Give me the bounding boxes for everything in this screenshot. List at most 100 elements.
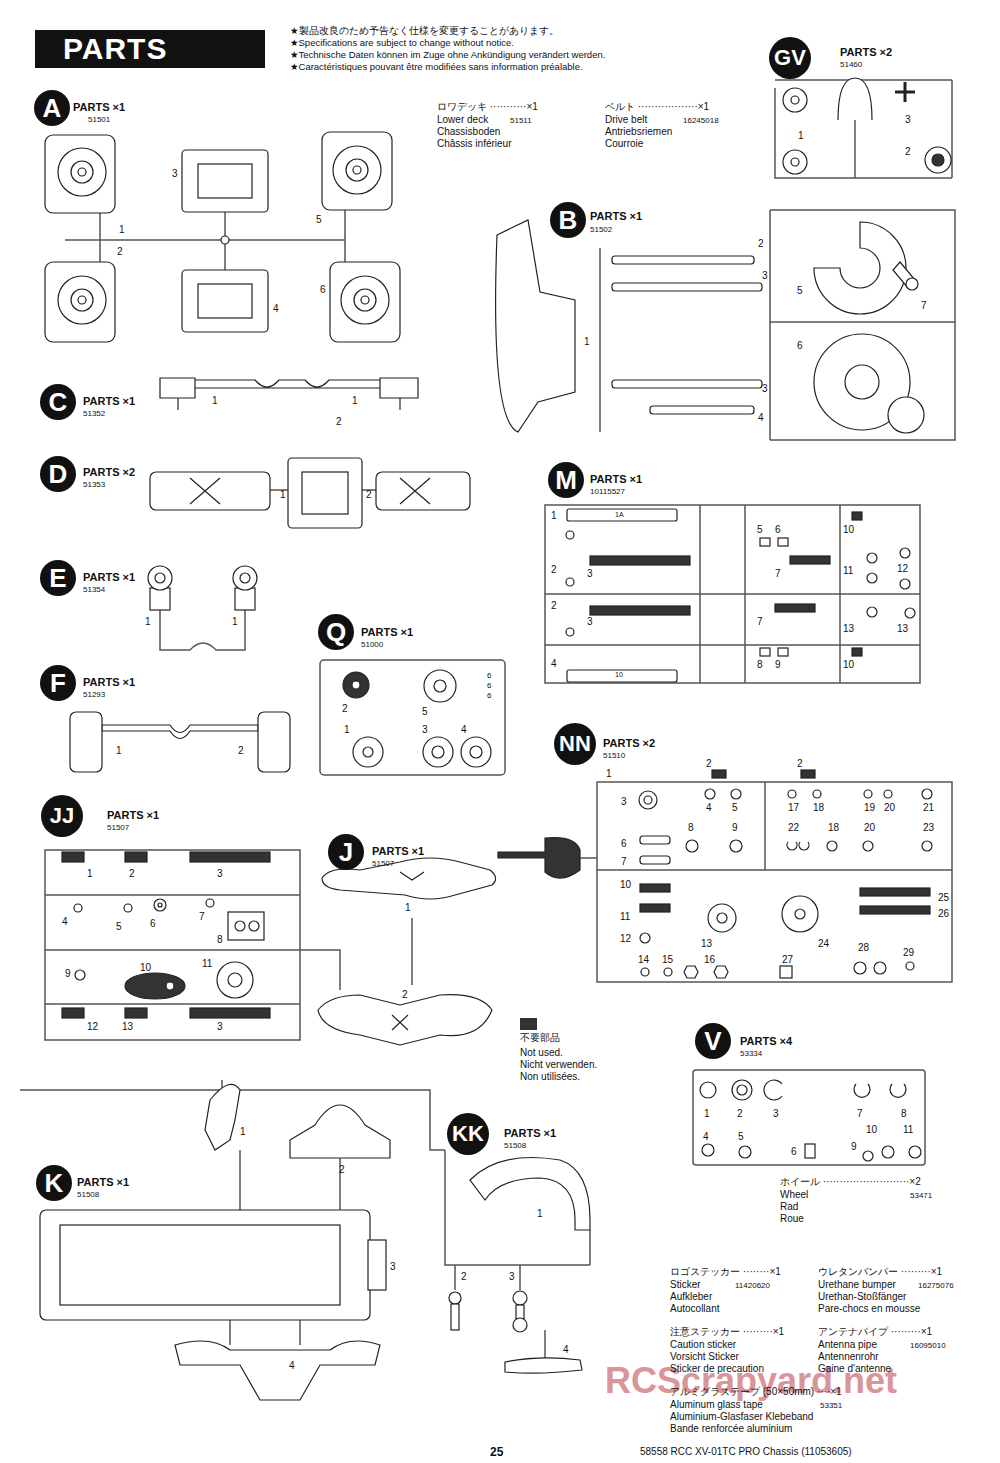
part-outline	[684, 966, 728, 978]
note-text: ロゴステッカー ········×1	[670, 1266, 781, 1278]
part-outline	[71, 161, 93, 183]
part-outline	[330, 262, 400, 342]
part-outline	[813, 790, 821, 798]
callout-number: 2	[366, 489, 372, 501]
callout-number: 4	[703, 1131, 709, 1143]
part-number: 10115527	[590, 487, 625, 496]
part-outline	[290, 1105, 390, 1158]
callout-number: 9	[775, 659, 781, 671]
callout-number: 1	[145, 616, 151, 628]
part-outline	[693, 1070, 925, 1165]
callout-number: 11	[620, 911, 630, 923]
legend-text: 不要部品	[520, 1032, 560, 1044]
callout-number: 3	[587, 616, 593, 628]
part-number: 51354	[83, 585, 105, 594]
part-outline	[590, 606, 690, 615]
parts-heading: PARTS ×4	[740, 1035, 792, 1048]
part-outline	[852, 512, 862, 520]
parts-heading: PARTS ×1	[77, 1176, 129, 1189]
note-text: Roue	[780, 1213, 804, 1225]
part-outline	[45, 895, 340, 1004]
part-outline	[75, 970, 85, 980]
part-outline	[505, 1358, 582, 1373]
part-outline	[712, 770, 726, 778]
part-outline	[205, 1084, 240, 1150]
callout-number: 5	[116, 921, 122, 933]
callout-number: 9	[732, 822, 738, 834]
part-outline	[62, 852, 84, 862]
note-text: ロワデッキ ···········×1	[437, 101, 538, 113]
part-outline	[190, 852, 270, 862]
part-outline	[40, 1210, 370, 1320]
callout-number: 6	[320, 284, 326, 296]
part-outline	[612, 256, 754, 264]
part-outline	[860, 906, 930, 914]
part-outline	[650, 406, 754, 414]
part-outline	[900, 548, 910, 558]
callout-number: 2	[238, 745, 244, 757]
part-outline	[612, 283, 762, 291]
part-outline	[496, 220, 575, 432]
callout-number: 1	[537, 1208, 543, 1220]
note-text: Lower deck	[437, 114, 488, 126]
callout-number: 16	[704, 954, 715, 966]
callout-number: 7	[921, 300, 927, 312]
callout-number: 21	[923, 802, 934, 814]
part-outline	[795, 909, 805, 919]
page-number: 25	[490, 1446, 503, 1460]
part-letter: JJ	[50, 805, 74, 827]
parts-heading: PARTS ×1	[73, 101, 125, 114]
callout-number: 4	[551, 658, 557, 670]
part-outline	[922, 841, 932, 851]
callout-number: 1	[119, 224, 125, 236]
callout-number: 22	[788, 822, 799, 834]
part-outline	[827, 841, 837, 851]
parts-letter-circle: K	[36, 1165, 72, 1201]
part-outline	[922, 789, 932, 799]
part-outline	[333, 146, 381, 194]
part-letter: F	[50, 670, 66, 696]
callout-number: 26	[938, 908, 949, 920]
note-text: Sticker	[670, 1279, 701, 1291]
callout-number: 2	[551, 600, 557, 612]
parts-heading: PARTS ×2	[603, 737, 655, 750]
note-text: Not used.	[520, 1047, 563, 1059]
note-text: Non utilisées.	[520, 1071, 580, 1083]
part-outline	[240, 573, 250, 583]
callout-number: 2	[339, 1164, 345, 1176]
callout-number: 28	[858, 942, 869, 954]
part-outline	[178, 398, 400, 410]
part-outline	[320, 660, 505, 775]
part-outline	[74, 904, 82, 912]
parts-letter-circle: A	[34, 90, 70, 126]
part-outline	[322, 132, 392, 210]
part-letter: NN	[559, 733, 591, 755]
part-outline	[228, 973, 242, 987]
callout-number: 1	[344, 724, 350, 736]
part-outline	[45, 262, 115, 342]
part-outline	[545, 505, 920, 683]
parts-letter-circle: J	[328, 834, 364, 870]
callout-number: 1	[584, 336, 590, 348]
part-letter: A	[43, 95, 62, 121]
part-outline	[925, 147, 951, 173]
callout-number: 1	[798, 130, 804, 142]
part-number: 53334	[740, 1049, 762, 1058]
callout-number: 9	[65, 968, 71, 980]
callout-number: 10	[620, 879, 631, 891]
part-number: 51502	[590, 225, 612, 234]
parts-letter-circle: V	[695, 1023, 731, 1059]
part-number: 51352	[83, 409, 105, 418]
part-number: 6	[487, 691, 491, 700]
part-outline	[906, 962, 914, 970]
parts-heading: PARTS ×1	[590, 210, 642, 223]
callout-number: 3	[390, 1261, 396, 1273]
note-text: Courroie	[605, 138, 643, 150]
callout-number: 14	[638, 954, 649, 966]
part-number: 51000	[361, 640, 383, 649]
part-outline	[353, 166, 361, 174]
note-text: 注意ステッカー ·········×1	[670, 1326, 784, 1338]
part-outline	[71, 289, 93, 311]
part-number: 16095010	[910, 1341, 946, 1350]
part-outline	[895, 82, 915, 102]
